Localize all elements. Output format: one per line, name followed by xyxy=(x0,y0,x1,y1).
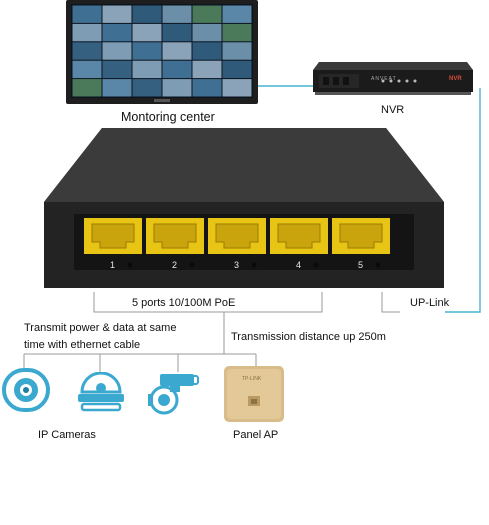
video-tile xyxy=(72,79,102,97)
video-tile xyxy=(192,42,222,60)
fisheye-camera-icon xyxy=(2,368,50,412)
nvr-brand-mark: NVR xyxy=(449,76,462,82)
video-tile xyxy=(102,23,132,42)
nvr-label: NVR xyxy=(381,104,405,116)
video-tile xyxy=(132,42,162,60)
video-tile xyxy=(72,23,102,42)
video-tile xyxy=(222,42,252,60)
transmit-line2: time with ethernet cable xyxy=(24,339,141,351)
nvr-recorder-icon xyxy=(313,62,473,95)
video-tile xyxy=(192,5,222,23)
video-tile xyxy=(162,42,192,60)
video-tile xyxy=(132,79,162,97)
distance-label: Transmission distance up 250m xyxy=(231,331,386,343)
video-tile xyxy=(162,23,192,42)
video-tile xyxy=(162,5,192,23)
ip-cameras-label: IP Cameras xyxy=(38,429,96,441)
transmit-line1: Transmit power & data at same xyxy=(24,322,177,334)
port-number-label: 3 xyxy=(234,260,240,270)
dome-camera-icon xyxy=(78,371,124,412)
port-number-label: 5 xyxy=(358,260,364,270)
fisheye-camera xyxy=(2,366,50,414)
port-led xyxy=(251,262,257,268)
port-number-label: 2 xyxy=(172,260,178,270)
video-tile xyxy=(72,60,102,79)
monitor-video-wall-icon xyxy=(66,0,258,104)
video-tile xyxy=(222,23,252,42)
video-tile xyxy=(102,79,132,97)
uplink-wire xyxy=(445,88,481,313)
uplink-bracket xyxy=(381,292,400,313)
panel-ap-icon xyxy=(224,366,284,422)
rj45-socket xyxy=(215,223,259,249)
bullet-camera xyxy=(146,372,202,416)
rj45-socket xyxy=(153,223,197,249)
rj45-socket xyxy=(277,223,321,249)
poe-switch xyxy=(44,128,444,292)
video-tile xyxy=(162,60,192,79)
video-tile xyxy=(162,79,192,97)
video-tile xyxy=(132,23,162,42)
nvr-device: ANVEAT NVR xyxy=(313,60,473,96)
video-tile xyxy=(222,5,252,23)
rj45-socket xyxy=(91,223,135,249)
ap-brand-mark: TP-LINK xyxy=(242,376,262,382)
video-tile xyxy=(222,60,252,79)
panel-ap: TP-LINK xyxy=(224,366,284,422)
nvr-panel-text: ANVEAT xyxy=(371,76,397,82)
video-tile xyxy=(72,42,102,60)
video-tile xyxy=(132,5,162,23)
port-led xyxy=(375,262,381,268)
video-tile xyxy=(192,60,222,79)
monitoring-center-label: Montoring center xyxy=(121,110,215,124)
bullet-camera-icon xyxy=(148,374,199,415)
panel-ap-label: Panel AP xyxy=(233,429,279,441)
ports-desc-label: 5 ports 10/100M PoE xyxy=(132,297,236,309)
rj45-socket xyxy=(339,223,383,249)
dome-camera xyxy=(76,371,126,412)
port-led xyxy=(189,262,195,268)
video-tile xyxy=(72,5,102,23)
video-tile xyxy=(102,42,132,60)
video-tile xyxy=(222,79,252,97)
port-led xyxy=(313,262,319,268)
ports-bracket xyxy=(93,292,323,313)
video-tile xyxy=(192,23,222,42)
video-tile xyxy=(192,79,222,97)
video-tile xyxy=(102,60,132,79)
monitoring-center-monitor xyxy=(66,0,258,104)
port-number-label: 1 xyxy=(110,260,116,270)
uplink-label: UP-Link xyxy=(410,297,450,309)
port-led xyxy=(127,262,133,268)
poe-switch-icon xyxy=(44,128,444,288)
video-tile xyxy=(132,60,162,79)
port-number-label: 4 xyxy=(296,260,302,270)
video-tile xyxy=(102,5,132,23)
